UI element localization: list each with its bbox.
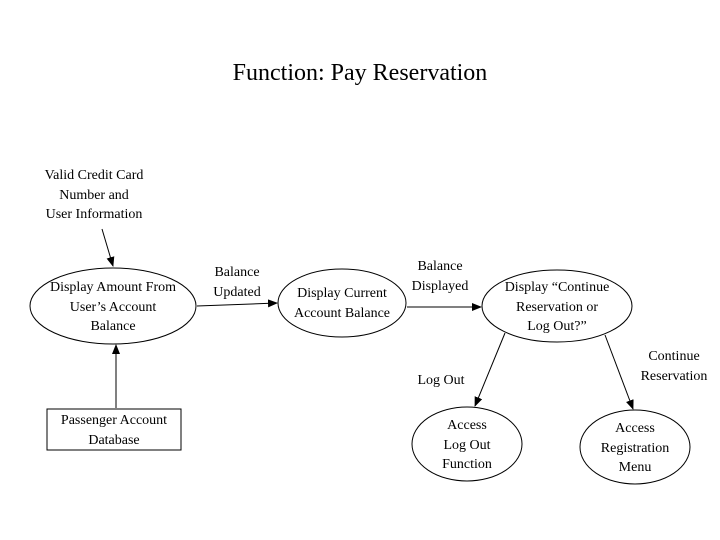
passenger-db-label: Passenger Account Database: [60, 413, 168, 448]
passenger-db-rect: [46, 408, 182, 451]
display-continue-label: Display “Continue Reservation or Log Out…: [504, 280, 610, 334]
access-logout-ellipse: [411, 406, 523, 482]
log-out-label: Log Out: [417, 373, 465, 388]
arrow-amount-to-current: [196, 299, 278, 308]
balance-displayed-label: Balance Displayed: [411, 259, 469, 294]
display-continue-ellipse: [481, 269, 633, 343]
display-amount-label: Display Amount From User’s Account Balan…: [49, 280, 176, 334]
arrow-input-to-amount: [101, 228, 115, 267]
access-logout-label: Access Log Out Function: [442, 418, 492, 472]
display-current-label: Display Current Account Balance: [293, 286, 390, 321]
display-current-ellipse: [277, 268, 407, 338]
access-registration-label: Access Registration Menu: [600, 421, 670, 475]
continue-reservation-label: Continue Reservation: [640, 349, 708, 384]
access-registration-ellipse: [579, 409, 691, 485]
arrow-continue-to-logout: [474, 332, 506, 407]
valid-credit-label: Valid Credit Card Number and User Inform…: [44, 168, 144, 222]
diagram-title: Function: Pay Reservation: [232, 60, 488, 86]
arrow-continue-to-registration: [604, 334, 634, 410]
balance-updated-label: Balance Updated: [213, 265, 261, 300]
